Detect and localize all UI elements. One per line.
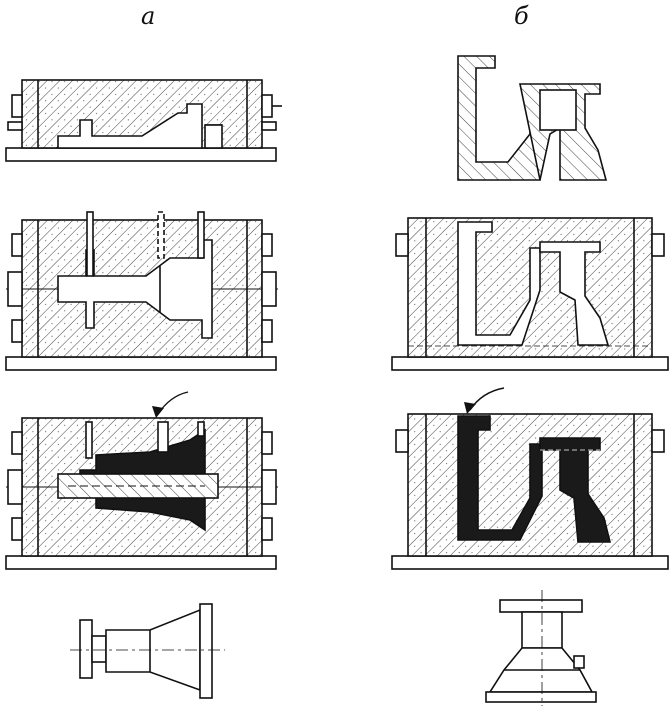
pouring-arrow-icon bbox=[469, 387, 505, 411]
poured-mould-a3 bbox=[5, 417, 278, 570]
pouring-arrow-head-icon bbox=[152, 406, 164, 418]
finished-casting-b4 bbox=[485, 590, 597, 706]
finished-casting-a4 bbox=[70, 603, 225, 699]
mould-with-pattern-b2 bbox=[391, 217, 669, 371]
poured-mould-b3 bbox=[391, 413, 669, 570]
mould-half-with-pattern-a1 bbox=[5, 79, 282, 162]
pouring-arrow-icon bbox=[157, 391, 189, 415]
assembled-mould-with-pattern-a2 bbox=[5, 211, 278, 371]
column-label-b: б bbox=[514, 2, 529, 30]
pouring-arrow-head-icon bbox=[464, 402, 476, 414]
pattern-b1 bbox=[457, 55, 608, 181]
column-label-a: а bbox=[141, 2, 156, 30]
